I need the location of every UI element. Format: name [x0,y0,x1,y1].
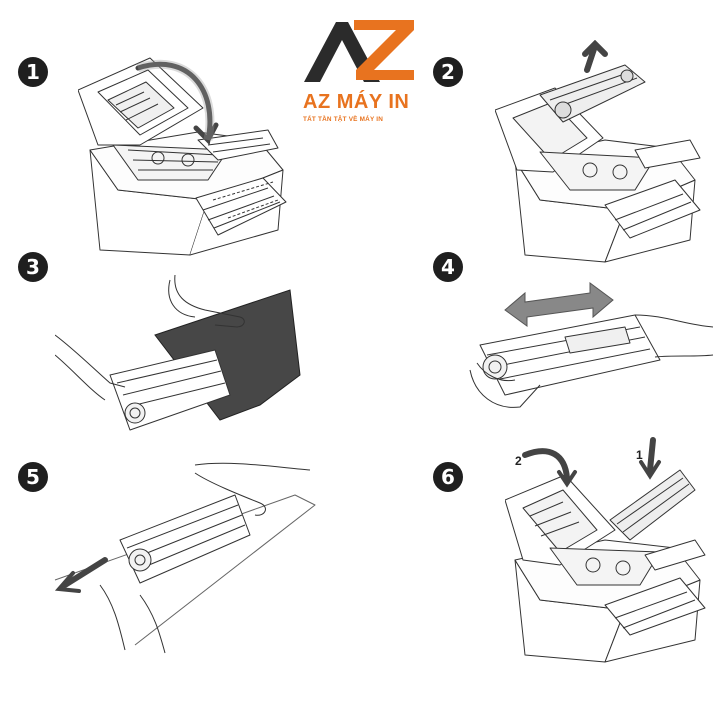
az-logo-mark [304,20,414,82]
step-6-number: 6 [441,465,455,489]
lift-cartridge-arrow-icon [582,40,608,73]
step-6-callout-2: 2 [515,454,522,468]
step-1-illustration [78,57,287,256]
step-2-badge: 2 [433,57,463,87]
lift-lid-arrow-icon [135,61,219,146]
step-5-number: 5 [26,465,40,489]
step-3-illustration [55,275,301,431]
step-2-illustration [495,40,701,263]
step-1-badge: 1 [18,57,48,87]
step-3-badge: 3 [18,252,48,282]
brand-name: AZ MÁY IN [303,91,410,113]
step-6-badge: 6 [433,462,463,492]
shake-double-arrow-icon [504,282,614,327]
step-3-number: 3 [26,255,40,279]
protective-bag [154,289,301,421]
brand-tagline: TẤT TẦN TẬT VỀ MÁY IN [303,116,384,123]
step-6-callout-1: 1 [636,448,643,462]
step-2-number: 2 [441,60,455,84]
close-lid-arrow-icon [522,448,570,481]
brand-logo [296,12,426,134]
step-1-number: 1 [26,60,40,84]
step-5-badge: 5 [18,462,48,492]
step-4-badge: 4 [433,252,463,282]
step-4-illustration [469,282,714,408]
insert-cartridge-arrow-icon [647,437,656,473]
pull-tape-arrow-icon [62,557,108,588]
step-5-illustration [54,462,316,654]
step-4-number: 4 [441,255,455,279]
logo-letter-z [354,20,414,80]
step-6-illustration [505,437,706,663]
